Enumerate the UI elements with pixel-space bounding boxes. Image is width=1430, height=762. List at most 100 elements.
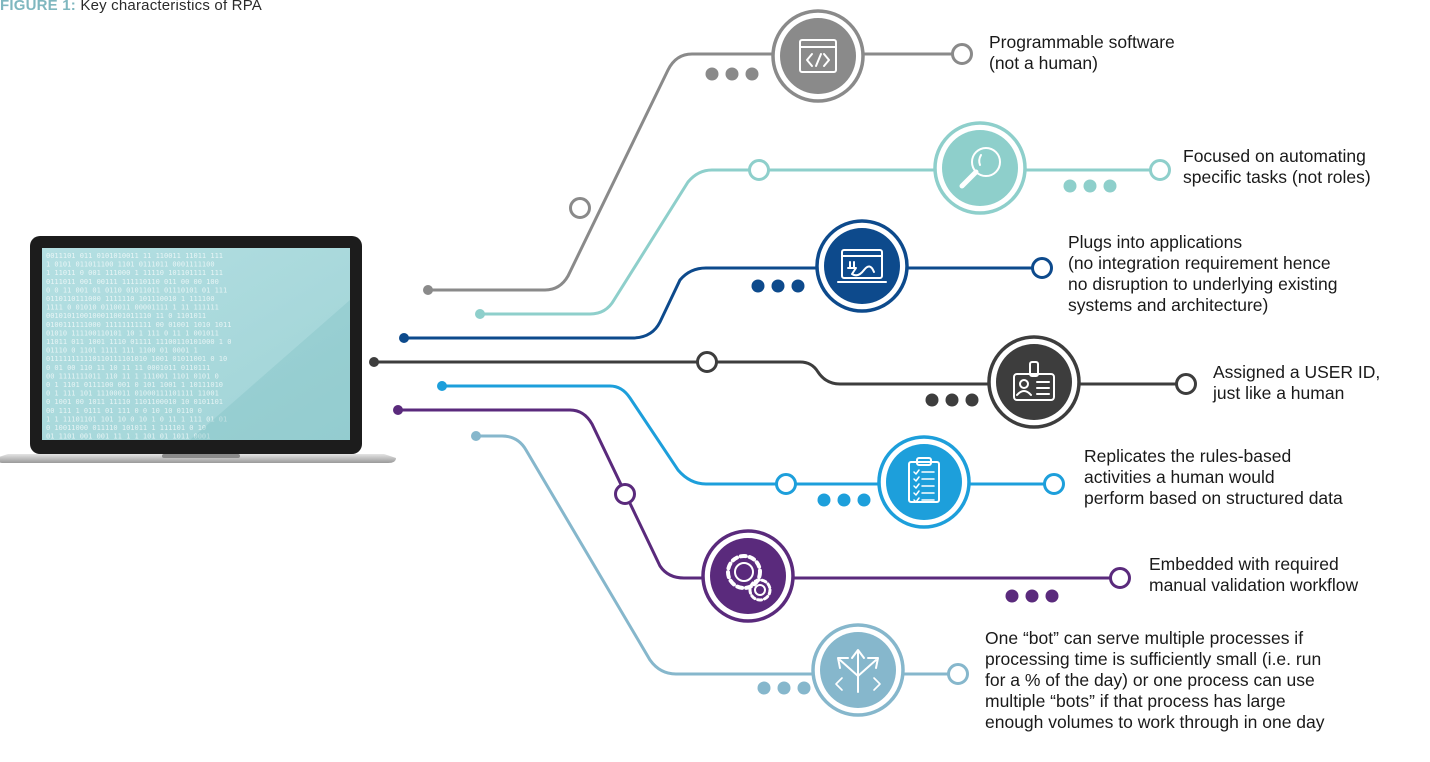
svg-text:11011 011 1001 1110 01111 1110: 11011 011 1001 1110 01111 11100110101000… — [46, 338, 231, 346]
diverging-arrows-icon — [835, 649, 881, 693]
ellipsis-dot — [1083, 179, 1097, 193]
characteristic-label-1: Programmable software (not a human) — [989, 32, 1175, 73]
connector-ring — [696, 351, 718, 373]
start-dot — [471, 431, 481, 441]
svg-text:0111011 001 00111 111110110 01: 0111011 001 00111 111110110 011 00 00 10… — [46, 278, 219, 286]
connector-ring — [947, 663, 969, 685]
gears-icon — [726, 554, 772, 602]
branch-7 — [474, 434, 960, 676]
ellipsis-dot — [945, 393, 959, 407]
svg-text:1 1 11101101 101 10 0 10 1 0 1: 1 1 11101101 101 10 0 10 1 0 11 1 111 01… — [46, 415, 227, 423]
connector-ring — [1031, 257, 1053, 279]
characteristic-label-4: Assigned a USER ID, just like a human — [1213, 362, 1381, 403]
start-dot — [423, 285, 433, 295]
branch-2 — [478, 168, 1162, 316]
svg-text:1 11011 0 001 111000 1 11110: 1 11011 0 001 111000 1 11110 101101111 1… — [46, 269, 223, 277]
id-badge-icon — [1013, 361, 1055, 401]
hub-diverging-arrows — [811, 623, 905, 717]
svg-text:01 1101 001 001 11 1 1 101: 01 1101 001 001 11 1 1 101 01 1011 0001 — [46, 433, 210, 441]
ellipsis-dot — [757, 681, 771, 695]
ellipsis-dot — [705, 67, 719, 81]
characteristic-label-3: Plugs into applications (no integration … — [1068, 232, 1338, 315]
ellipsis-dot — [797, 681, 811, 695]
ellipsis-dot — [777, 681, 791, 695]
ellipsis-dot — [791, 279, 805, 293]
svg-text:0 01 00 110 11 10 11 11 00: 0 01 00 110 11 10 11 11 0001011 0110111 — [46, 364, 210, 372]
branch-4 — [372, 360, 1188, 386]
connector-ring — [1043, 473, 1065, 495]
ellipsis-dot — [725, 67, 739, 81]
hub-code-window — [771, 9, 865, 103]
connector-ring — [951, 43, 973, 65]
connector-line — [440, 384, 1056, 486]
svg-text:00 111 1 0111 01 111 0 0: 00 111 1 0111 01 111 0 0 10 10 0110 0 — [46, 407, 202, 415]
svg-text:0010101100100011001011110 11: 0010101100100011001011110 11 0 1101011 — [46, 312, 206, 320]
svg-text:01010 111100110101 10 1 111: 01010 111100110101 10 1 111 0 11 1 00101… — [46, 329, 219, 337]
connector-line — [372, 360, 1188, 386]
svg-text:1111 0 01010 0110011 00001111: 1111 0 01010 0110011 00001111 1 11 11111… — [46, 304, 219, 312]
ellipsis-dot — [817, 493, 831, 507]
ellipsis-dot — [745, 67, 759, 81]
ellipsis-dot — [771, 279, 785, 293]
svg-text:0 1001 00 1011 11110 1101100: 0 1001 00 1011 11110 1101100010 10 01011… — [46, 398, 223, 406]
start-dot — [369, 357, 379, 367]
connector-line — [402, 266, 1044, 340]
figure-caption: FIGURE 1: Key characteristics of RPA — [0, 0, 262, 14]
start-dot — [475, 309, 485, 319]
figure-title: Key characteristics of RPA — [80, 0, 263, 14]
svg-text:0 1 1101 0111100 001 0 101 100: 0 1 1101 0111100 001 0 101 1001 1 101110… — [46, 381, 223, 389]
branch-3 — [402, 266, 1044, 340]
characteristic-label-2: Focused on automating specific tasks (no… — [1183, 146, 1371, 187]
hub-id-badge — [987, 335, 1081, 429]
hub-plug-window — [815, 219, 909, 313]
svg-text:0 0 11 001 01 0110 01011011 0: 0 0 11 001 01 0110 01011011 01110101 01 … — [46, 286, 227, 294]
start-dot — [437, 381, 447, 391]
ellipsis-dot — [1025, 589, 1039, 603]
ellipsis-dot — [1045, 589, 1059, 603]
start-dot — [393, 405, 403, 415]
ellipsis-dot — [965, 393, 979, 407]
hub-clipboard-checklist — [877, 435, 971, 529]
branch-5 — [440, 384, 1056, 486]
connector-ring — [614, 483, 636, 505]
svg-text:011111111110110111101010 1001: 011111111110110111101010 1001 01011001 0… — [46, 355, 227, 363]
characteristic-label-6: Embedded with required manual validation… — [1149, 554, 1359, 595]
connector-line — [478, 168, 1162, 316]
magnifier-icon — [959, 147, 1001, 189]
ellipsis-dot — [857, 493, 871, 507]
connector-line — [474, 434, 960, 676]
clipboard-checklist-icon — [908, 457, 940, 503]
ellipsis-dot — [1063, 179, 1077, 193]
hub-gears — [701, 529, 795, 623]
branch-1 — [426, 52, 964, 292]
svg-text:01110 0 1101 1111 111 110: 01110 0 1101 1111 111 1100 01 0001 1 — [46, 347, 198, 355]
svg-text:0110110111000 1111110 10111001: 0110110111000 1111110 101110010 1 111100 — [46, 295, 215, 303]
connector-ring — [1175, 373, 1197, 395]
characteristic-label-5: Replicates the rules-based activities a … — [1084, 446, 1343, 508]
connector-ring — [1109, 567, 1131, 589]
plug-window-icon — [837, 249, 887, 283]
svg-text:0 10011000 011110 101011 1: 0 10011000 011110 101011 1 111101 0 10 — [46, 424, 206, 432]
connector-ring — [748, 159, 770, 181]
ellipsis-dot — [751, 279, 765, 293]
svg-text:0011101 011 0101010011 11 110: 0011101 011 0101010011 11 110011 11011 1… — [46, 252, 223, 260]
start-dot — [399, 333, 409, 343]
svg-text:1 0101 011011100 1101 0111011: 1 0101 011011100 1101 0111011 0001111100 — [46, 261, 215, 269]
ellipsis-dot — [837, 493, 851, 507]
hub-magnifier — [933, 121, 1027, 215]
ellipsis-dot — [925, 393, 939, 407]
connector-ring — [1149, 159, 1171, 181]
ellipsis-dot — [1103, 179, 1117, 193]
svg-text:0100111111000 11111111111 00 0: 0100111111000 11111111111 00 01001 1010 … — [46, 321, 231, 329]
figure-label: FIGURE 1: — [0, 0, 76, 14]
connector-ring — [569, 197, 591, 219]
code-window-icon — [799, 39, 837, 73]
ellipsis-dot — [1005, 589, 1019, 603]
svg-text:0 1 111 101 11100011 0100011: 0 1 111 101 11100011 01000111101111 1100… — [46, 390, 219, 398]
svg-text:00 1111111011 110 11 1 111001: 00 1111111011 110 11 1 111001 1101 0101 … — [46, 372, 219, 380]
connector-ring — [775, 473, 797, 495]
laptop-icon: 0011101 011 0101010011 11 110011 11011 1… — [0, 236, 396, 463]
characteristic-label-7: One “bot” can serve multiple processes i… — [985, 628, 1325, 732]
connector-line — [426, 52, 964, 292]
